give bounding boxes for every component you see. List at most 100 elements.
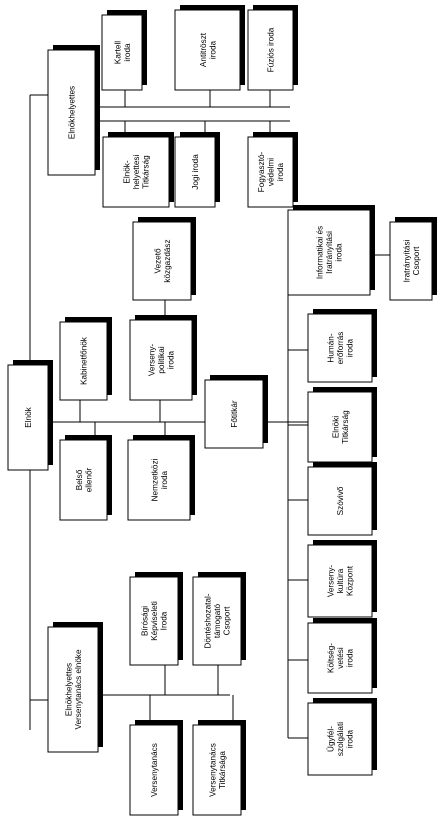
box-label-line: Versenytanács xyxy=(150,743,159,797)
box-label: Antitrösztiroda xyxy=(199,32,218,67)
box-frame xyxy=(389,221,433,301)
box-label-line: helyettesi xyxy=(132,155,141,190)
box-frame xyxy=(59,439,108,521)
box-frame xyxy=(101,14,143,91)
box-label: ElnökiTitkárság xyxy=(331,410,350,444)
box-label-line: Titkársága xyxy=(218,751,227,789)
box-jogi: Jogi iroda xyxy=(174,132,220,208)
box-fuzios: Fúziós iroda xyxy=(247,5,298,91)
box-frame xyxy=(129,724,179,816)
box-donteshozatal: Döntéshozatal-támogatóCsoport xyxy=(192,572,246,666)
box-frame xyxy=(247,9,294,91)
box-label-line: iroda xyxy=(346,729,355,748)
box-label: Humán-erőforrásiroda xyxy=(327,332,355,365)
box-frame xyxy=(132,221,192,301)
box-label-line: Kabinetfőnök xyxy=(80,336,89,385)
box-label-line: ellenőr xyxy=(84,467,93,492)
box-label-line: iroda xyxy=(167,350,176,369)
box-frame xyxy=(307,702,373,776)
box-label-line: Jogi iroda xyxy=(191,154,200,190)
box-vezeto-kozgazdasz: Vezetőközgazdász xyxy=(132,217,196,301)
box-versenykultura: Verseny-kultúraKözpont xyxy=(307,540,377,618)
box-label-line: vetési xyxy=(336,647,345,669)
box-elnokhelyettesi-titkarsag: Elnök-helyettesiTitkárság xyxy=(102,132,174,208)
box-label-line: Csoport xyxy=(412,246,421,275)
box-label-line: Titkárság xyxy=(341,410,350,444)
box-label-line: Nemzetközi xyxy=(150,458,159,501)
box-label-line: közgazdász xyxy=(163,239,172,282)
box-fotitkar: Főtitkár xyxy=(204,375,268,449)
connector-lines xyxy=(29,90,390,739)
box-frame xyxy=(47,626,99,753)
box-label-line: Versenytanács xyxy=(208,743,217,797)
box-label-line: Belső xyxy=(75,469,84,490)
box-label-line: támogató xyxy=(213,603,222,638)
box-versenytanacs: Versenytanács xyxy=(129,720,183,816)
box-label-line: kultúra xyxy=(336,568,345,593)
box-label: Költség-vetésiiroda xyxy=(327,643,355,673)
box-karteli: Kartelliroda xyxy=(101,10,147,91)
box-label-line: Humán- xyxy=(327,333,336,362)
box-label-line: Elnökhelyettes xyxy=(64,663,73,716)
box-frame xyxy=(307,466,373,536)
box-label: Belsőellenőr xyxy=(75,467,94,492)
box-label: Verseny-politikaiiroda xyxy=(148,344,176,377)
box-label: Vezetőközgazdász xyxy=(153,239,172,282)
box-belso-ellenor: Belsőellenőr xyxy=(59,435,112,521)
box-frame xyxy=(192,576,242,666)
box-label: Szóvivő xyxy=(336,486,345,515)
box-label: Jogi iroda xyxy=(191,154,200,190)
box-label-line: iroda xyxy=(123,43,132,62)
box-label-line: Fogyasztó- xyxy=(257,151,266,192)
box-elnoki-titkarsag: ElnökiTitkárság xyxy=(307,387,377,463)
box-label-line: erőforrás xyxy=(336,332,345,365)
box-label-line: Vezető xyxy=(153,248,162,273)
box-label-line: iroda xyxy=(346,648,355,667)
box-label: Elnök-helyettesiTitkárság xyxy=(123,155,151,190)
box-label: Elnökhelyettes xyxy=(68,86,77,139)
box-label: Döntéshozatal-támogatóCsoport xyxy=(204,593,232,648)
box-label-line: Döntéshozatal- xyxy=(204,593,213,648)
box-label-line: védelmi xyxy=(267,158,276,186)
box-label-line: Bírósági xyxy=(141,606,150,636)
box-label-line: iroda xyxy=(208,40,217,59)
box-label: Versenytanács xyxy=(150,743,159,797)
box-elnok: Elnök xyxy=(7,360,53,471)
box-frame xyxy=(307,544,373,618)
box-label: Kabinetfőnök xyxy=(80,336,89,385)
box-label: Fúziós iroda xyxy=(267,27,276,72)
box-label: IratrányításiCsoport xyxy=(402,239,421,282)
box-label-line: iroda xyxy=(335,243,344,262)
box-label-line: Iratrányítási xyxy=(402,239,411,282)
box-frame xyxy=(129,319,193,401)
box-label-line: politikai xyxy=(157,346,166,373)
box-frame xyxy=(307,313,373,383)
box-frame xyxy=(287,209,371,296)
box-frame xyxy=(307,391,373,463)
box-label-line: Informatikai és xyxy=(316,226,325,279)
box-label-line: Verseny- xyxy=(148,344,157,377)
box-label: ElnökhelyettesVersenytanács elnöke xyxy=(64,649,83,730)
box-label-line: szolgálati xyxy=(336,722,345,756)
box-elnokhelyettes: Elnökhelyettes xyxy=(47,45,100,176)
box-label-line: Fúziós iroda xyxy=(267,27,276,72)
box-label: Ügyfél-szolgálatiiroda xyxy=(326,722,355,756)
box-label-line: iroda xyxy=(160,470,169,489)
box-frame xyxy=(59,321,108,401)
box-label-line: Elnökhelyettes xyxy=(68,86,77,139)
box-label: Verseny-kultúraKözpont xyxy=(327,565,355,598)
box-frame xyxy=(247,136,294,208)
box-iratranyitasi-csoport: IratrányításiCsoport xyxy=(389,217,437,301)
box-elnokhelyettes-versenytanacs: ElnökhelyettesVersenytanács elnöke xyxy=(47,622,103,753)
box-label-line: Csoport xyxy=(223,606,232,635)
box-szovivo: Szóvivő xyxy=(307,462,377,536)
box-label: Elnök xyxy=(24,406,33,427)
box-frame xyxy=(192,724,242,816)
box-kabinetfonok: Kabinetfőnök xyxy=(59,317,112,401)
box-frame xyxy=(127,439,191,521)
box-label: Nemzetköziiroda xyxy=(150,458,169,501)
box-frame xyxy=(174,136,216,208)
box-label-line: Antitröszt xyxy=(199,32,208,67)
